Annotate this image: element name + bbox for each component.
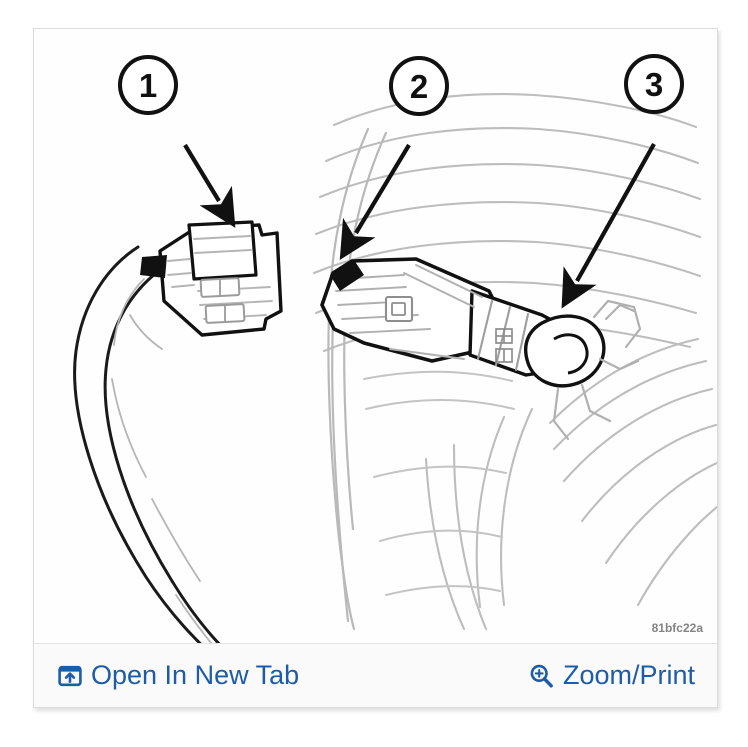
open-in-new-tab-label: Open In New Tab [91,660,300,690]
image-viewer-card: 1 2 3 81bfc22a [33,28,718,708]
technical-illustration: 1 2 3 [34,29,717,643]
magnifier-plus-icon [528,663,554,689]
callout-3-number: 3 [645,66,663,103]
background-engine-housing [312,93,702,353]
image-viewer-toolbar: Open In New Tab Zoom/Print [34,643,717,707]
open-in-new-tab-button[interactable]: Open In New Tab [58,662,299,689]
callout-2-number: 2 [410,68,428,105]
callout-1: 1 [118,55,236,228]
figure-watermark: 81bfc22a [651,621,703,635]
zoom-print-label: Zoom/Print [562,660,695,690]
callout-3: 3 [561,54,684,309]
camshaft-position-sensor [320,257,606,388]
background-panel-lines [363,370,515,596]
callout-1-number: 1 [139,67,157,104]
harness-connector [73,220,283,643]
sensor-mounting-bracket [552,299,642,441]
illustration-pane[interactable]: 1 2 3 81bfc22a [34,29,717,643]
open-in-new-tab-icon [58,664,82,688]
callout-2: 2 [339,56,449,260]
zoom-print-button[interactable]: Zoom/Print [528,662,695,689]
